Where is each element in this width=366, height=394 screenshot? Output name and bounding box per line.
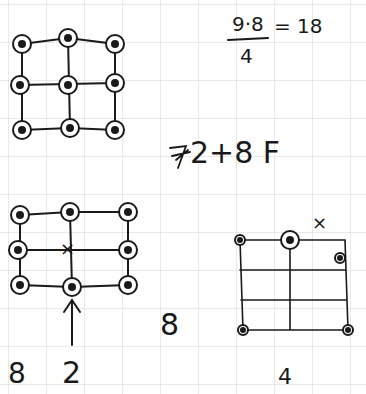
- dot: [18, 126, 26, 134]
- ink: [18, 38, 348, 345]
- dot: [66, 208, 74, 216]
- handwritten-note: ×: [60, 240, 75, 258]
- handwritten-note: 2+8 F: [190, 138, 280, 168]
- dot: [240, 327, 246, 333]
- circled-dot: [59, 76, 77, 94]
- circled-dot: [343, 325, 353, 335]
- circled-dot: [119, 276, 137, 294]
- scribble: [170, 146, 190, 168]
- dot: [16, 211, 24, 219]
- circled-dot: [106, 74, 124, 92]
- dot: [16, 281, 24, 289]
- dot: [18, 40, 26, 48]
- circled-dot: [9, 241, 27, 259]
- handwritten-note: 8: [160, 310, 179, 340]
- dots: [9, 29, 353, 335]
- arrow: [64, 300, 80, 345]
- circled-dot: [281, 231, 299, 249]
- circled-dot: [13, 35, 31, 53]
- dot: [66, 124, 74, 132]
- small-grid: [240, 240, 348, 330]
- dot: [345, 327, 351, 333]
- circled-dot: [61, 203, 79, 221]
- dot: [64, 81, 72, 89]
- handwritten-note: 2: [62, 358, 81, 388]
- circled-dot: [235, 235, 245, 245]
- dot: [124, 208, 132, 216]
- circled-dot: [106, 121, 124, 139]
- handwritten-note: 9·8: [232, 14, 264, 34]
- circled-dot: [106, 35, 124, 53]
- dot: [68, 283, 76, 291]
- circled-dot: [59, 29, 77, 47]
- circled-dot: [13, 121, 31, 139]
- dot: [337, 255, 343, 261]
- handwritten-note: = 18: [274, 16, 323, 36]
- circled-dot: [119, 203, 137, 221]
- dot: [111, 40, 119, 48]
- dot-grid: [18, 212, 128, 287]
- circled-dot: [61, 119, 79, 137]
- handwritten-note: 8: [8, 360, 26, 388]
- handwritten-note: 4: [278, 366, 292, 388]
- circled-dot: [238, 325, 248, 335]
- circled-dot: [335, 253, 345, 263]
- circled-dot: [63, 278, 81, 296]
- dot-grid: [20, 38, 115, 130]
- handwritten-note: 4: [240, 46, 253, 66]
- dot: [111, 79, 119, 87]
- fraction-bar: [228, 38, 268, 40]
- dot: [237, 237, 243, 243]
- dot: [286, 236, 294, 244]
- handwritten-note: ×: [312, 214, 327, 232]
- circled-dot: [119, 241, 137, 259]
- dot: [16, 81, 24, 89]
- circled-dot: [11, 276, 29, 294]
- dot: [64, 34, 72, 42]
- dot: [111, 126, 119, 134]
- dot: [124, 246, 132, 254]
- dot: [14, 246, 22, 254]
- circled-dot: [11, 76, 29, 94]
- circled-dot: [11, 206, 29, 224]
- dot: [124, 281, 132, 289]
